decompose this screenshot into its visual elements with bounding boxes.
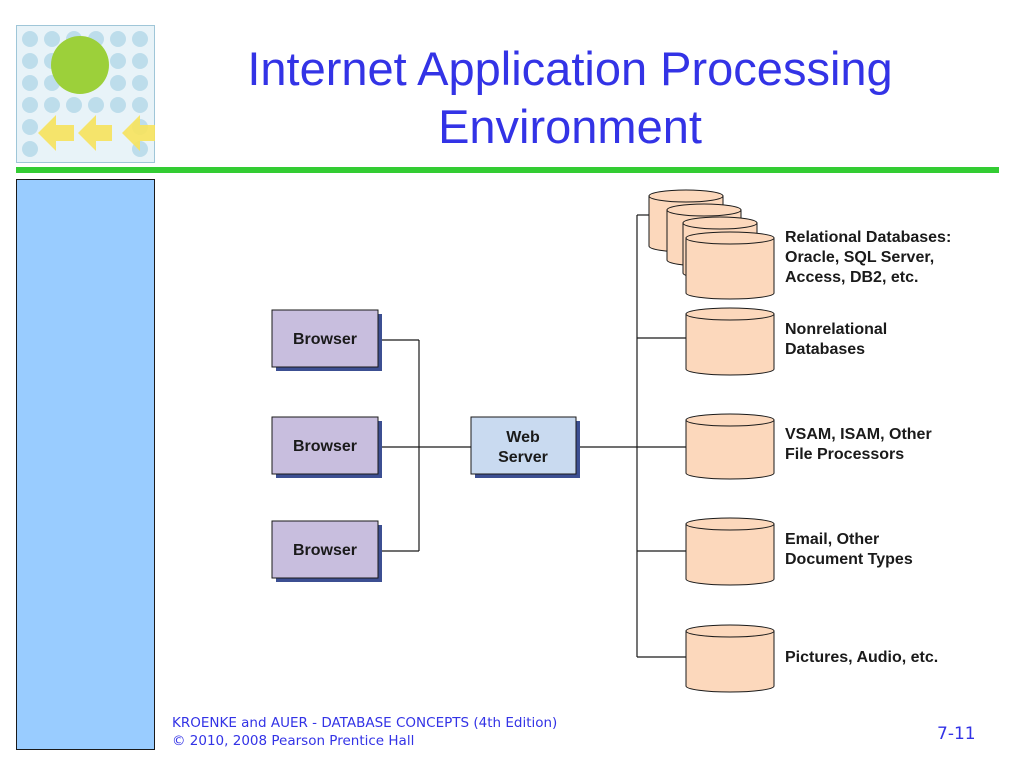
db-label-nonrelational-1: Nonrelational: [785, 321, 887, 338]
db-label-relational-1: Relational Databases:: [785, 229, 951, 246]
browser-label: Browser: [293, 331, 357, 348]
db-label-vsam-1: VSAM, ISAM, Other: [785, 426, 932, 443]
title-divider: [16, 167, 999, 173]
relational-db-cylinder: [685, 231, 775, 300]
web-server-node: Web Server: [470, 416, 580, 478]
browser-label: Browser: [293, 542, 357, 559]
email-db-cylinder: [685, 517, 775, 586]
db-label-nonrelational-2: Databases: [785, 341, 865, 358]
browser-node: Browser: [271, 520, 382, 582]
vsam-db-cylinder: [685, 413, 775, 480]
db-label-email-2: Document Types: [785, 551, 913, 568]
page-number: 7-11: [937, 724, 976, 744]
slide-title: Internet Application Processing Environm…: [170, 40, 970, 156]
database-labels: Relational Databases: Oracle, SQL Server…: [785, 229, 951, 666]
footer-line-1: KROENKE and AUER - DATABASE CONCEPTS (4t…: [172, 715, 558, 731]
db-label-pictures: Pictures, Audio, etc.: [785, 649, 938, 666]
database-cylinders: [648, 189, 775, 693]
diagram-connectors: [378, 214, 688, 658]
db-label-relational-2: Oracle, SQL Server,: [785, 249, 934, 266]
side-panel: [16, 179, 155, 750]
slide-logo: [16, 25, 155, 163]
db-label-vsam-2: File Processors: [785, 446, 904, 463]
nonrelational-db-cylinder: [685, 307, 775, 376]
web-server-label-2: Server: [498, 449, 548, 466]
footer-credit: KROENKE and AUER - DATABASE CONCEPTS (4t…: [172, 714, 557, 750]
browser-node: Browser: [271, 309, 382, 371]
title-line-2: Environment: [438, 100, 702, 153]
footer-line-2: © 2010, 2008 Pearson Prentice Hall: [172, 733, 415, 749]
db-label-relational-3: Access, DB2, etc.: [785, 269, 918, 286]
browser-label: Browser: [293, 438, 357, 455]
db-label-email-1: Email, Other: [785, 531, 879, 548]
web-server-label-1: Web: [506, 429, 540, 446]
title-line-1: Internet Application Processing: [247, 42, 893, 95]
pictures-db-cylinder: [685, 624, 775, 693]
browser-node: Browser: [271, 416, 382, 478]
